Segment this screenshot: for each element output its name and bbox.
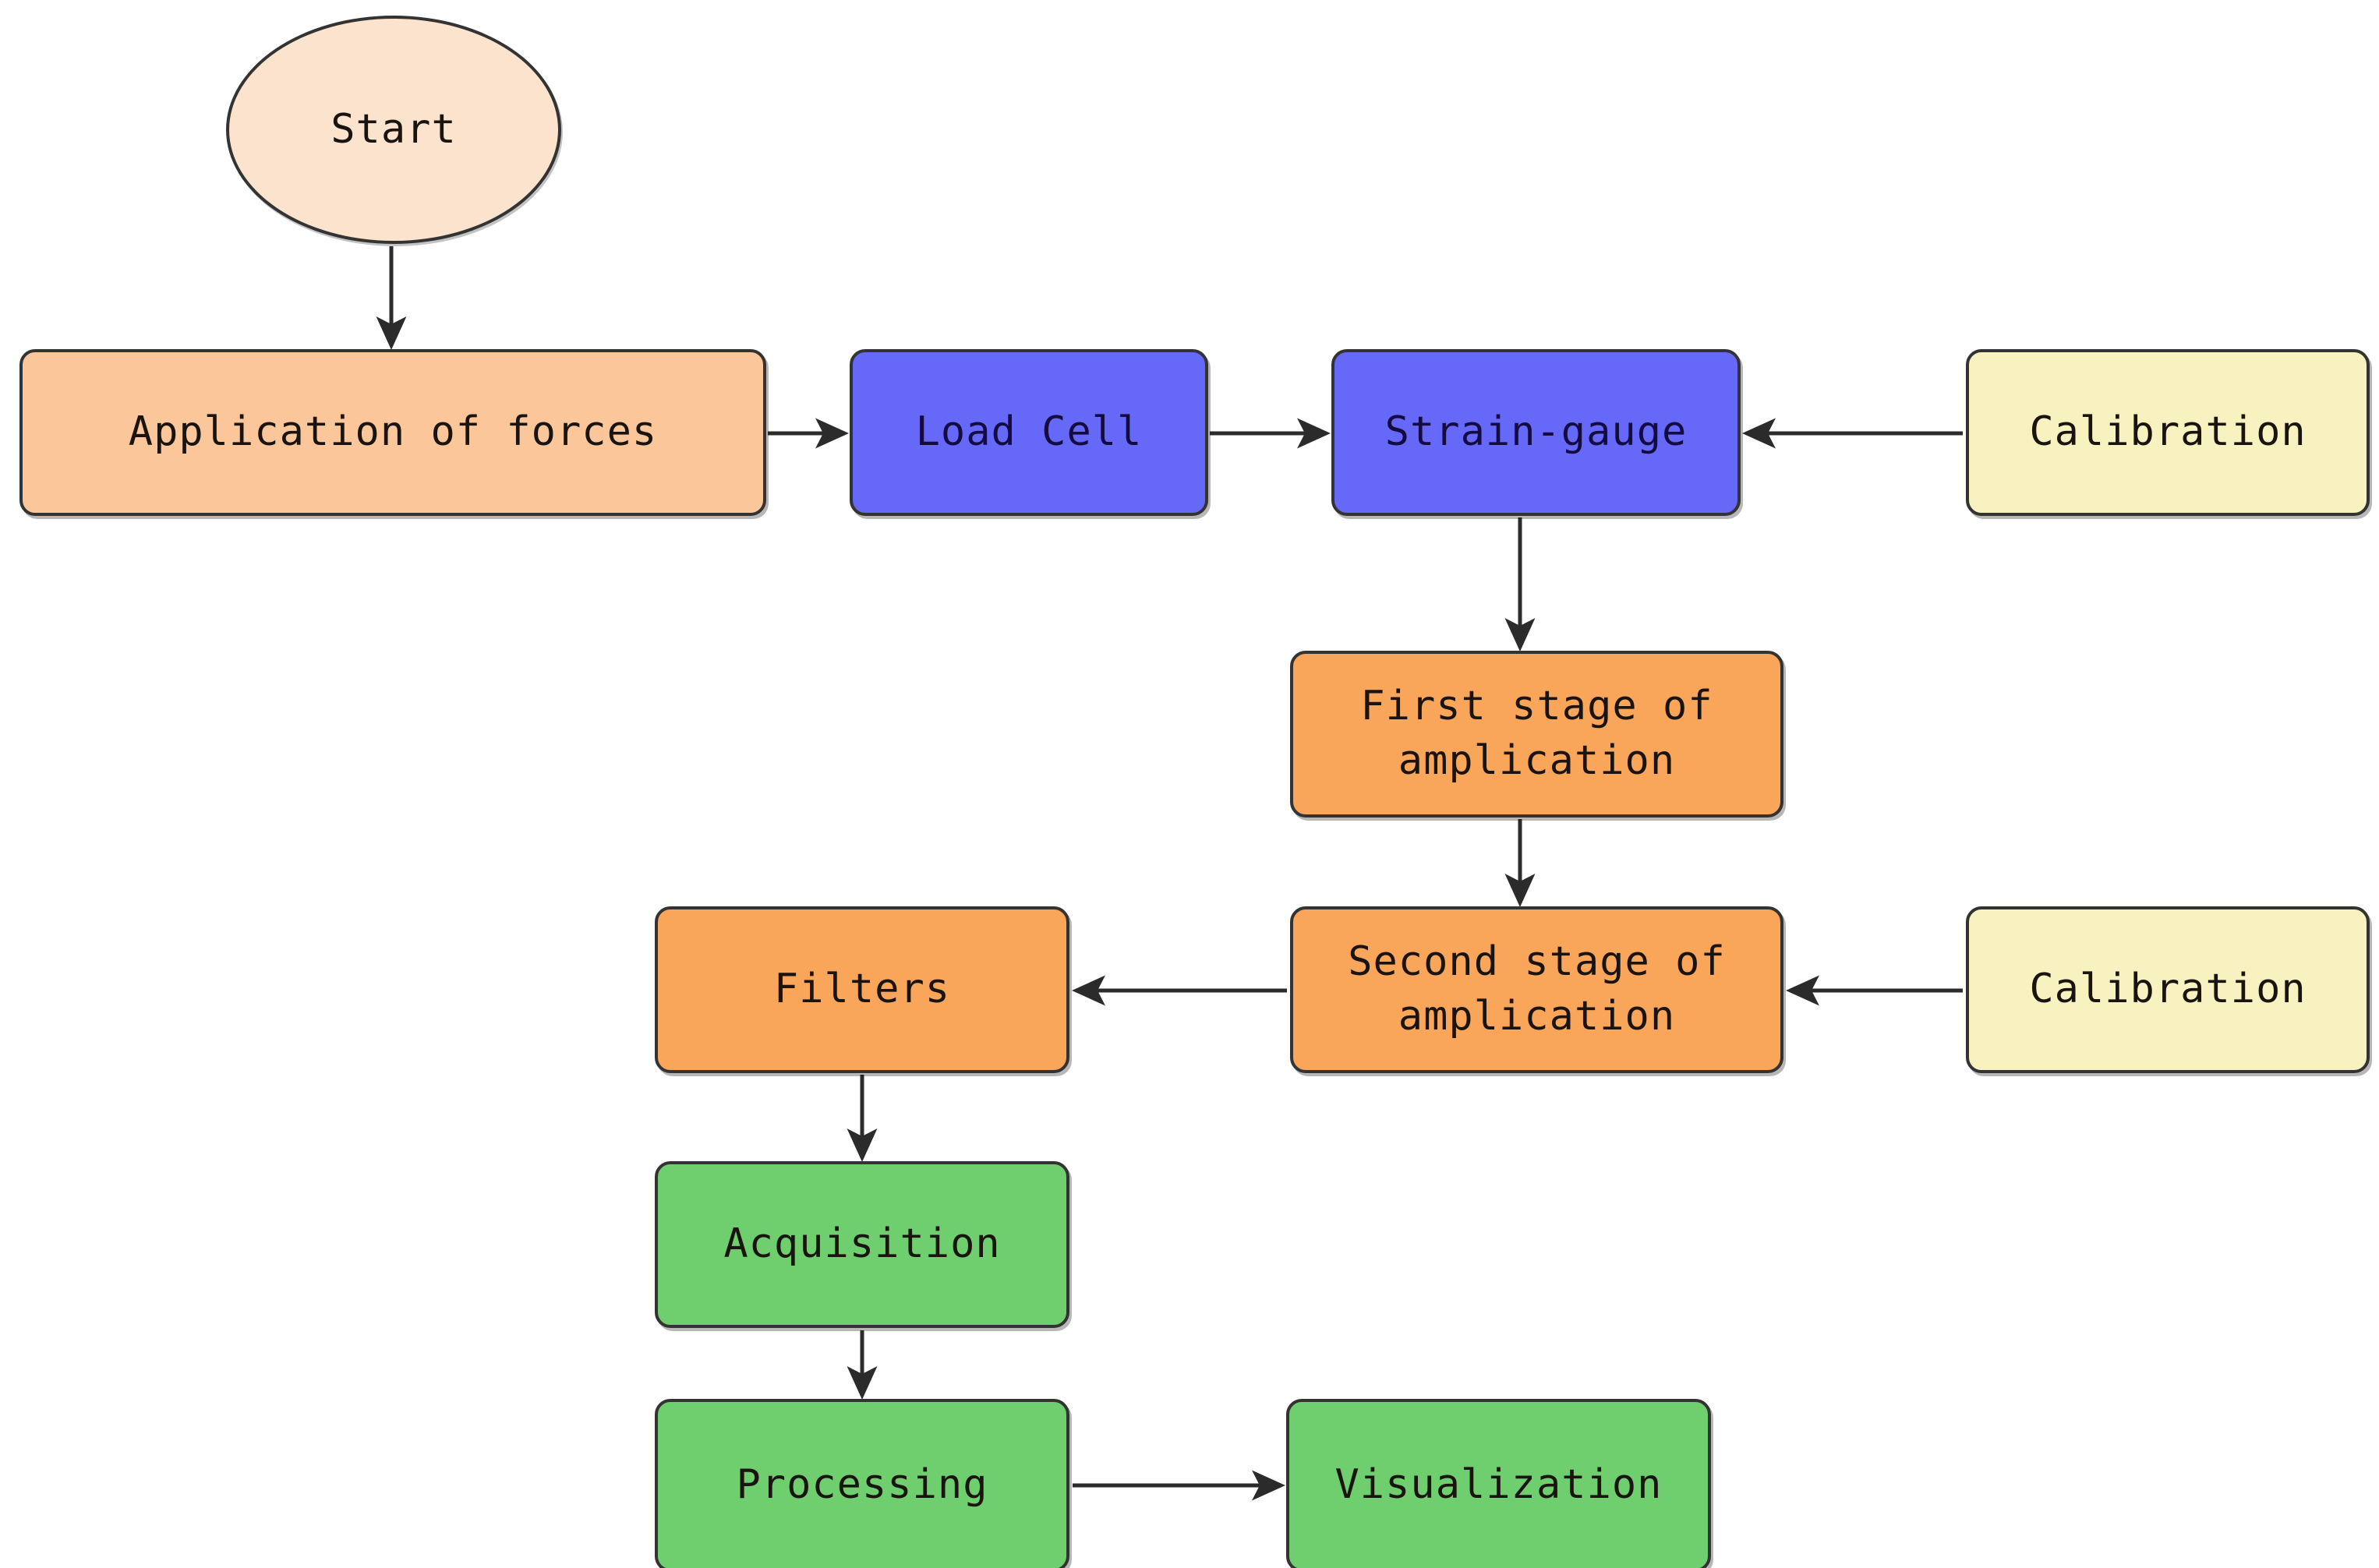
node-application-of-forces[interactable]: Application of forces	[19, 349, 766, 516]
node-label-calibration-bottom: Calibration	[2029, 966, 2307, 1013]
node-label-processing: Processing	[736, 1461, 988, 1509]
node-label-filters: Filters	[773, 966, 951, 1013]
node-label-second-stage-of-amplication: Second stage of amplication	[1348, 938, 1726, 1040]
node-strain-gauge[interactable]: Strain-gauge	[1331, 349, 1741, 516]
node-calibration-bottom[interactable]: Calibration	[1966, 906, 2370, 1073]
node-label-acquisition: Acquisition	[723, 1220, 1001, 1268]
node-visualization[interactable]: Visualization	[1286, 1399, 1711, 1568]
node-acquisition[interactable]: Acquisition	[655, 1161, 1069, 1328]
node-processing[interactable]: Processing	[655, 1399, 1069, 1568]
node-label-first-stage-of-amplication: First stage of amplication	[1360, 683, 1713, 784]
node-start[interactable]: Start	[226, 16, 561, 244]
node-label-start: Start	[331, 105, 457, 153]
node-calibration-top[interactable]: Calibration	[1966, 349, 2370, 516]
node-filters[interactable]: Filters	[655, 906, 1069, 1073]
node-label-strain-gauge: Strain-gauge	[1384, 408, 1688, 456]
node-load-cell[interactable]: Load Cell	[850, 349, 1208, 516]
node-second-stage-of-amplication[interactable]: Second stage of amplication	[1290, 906, 1783, 1073]
node-label-calibration-top: Calibration	[2029, 408, 2307, 456]
node-label-application-of-forces: Application of forces	[128, 408, 658, 456]
node-label-load-cell: Load Cell	[915, 408, 1143, 456]
node-first-stage-of-amplication[interactable]: First stage of amplication	[1290, 651, 1783, 818]
node-label-visualization: Visualization	[1334, 1461, 1663, 1509]
